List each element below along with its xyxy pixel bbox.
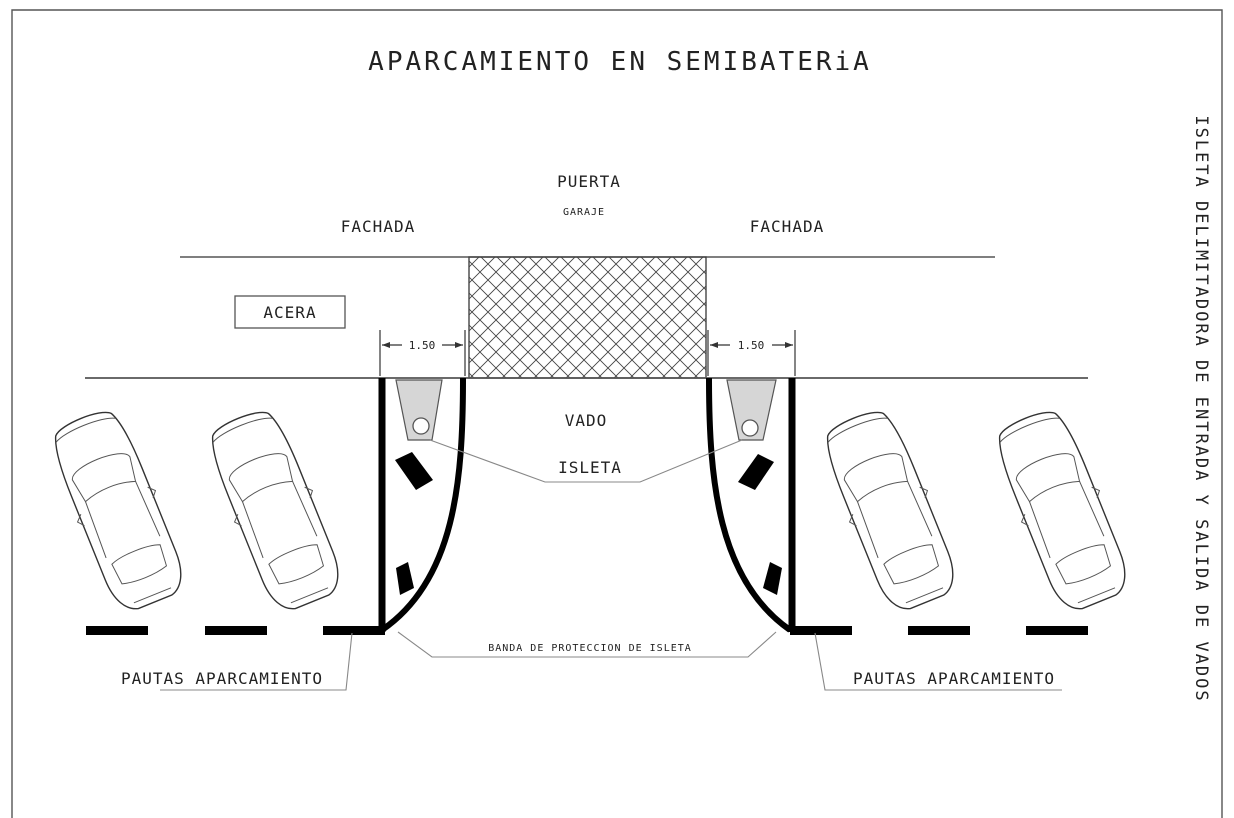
pautas-right-leader [814, 632, 1062, 691]
pautas-right-label: PAUTAS APARCAMIENTO [853, 669, 1055, 688]
car-4 [985, 402, 1139, 619]
puerta-label: PUERTA [557, 172, 621, 191]
garage-door-hatch [468, 256, 707, 379]
dimension-right-value: 1.50 [738, 339, 765, 352]
acera-label: ACERA [263, 303, 316, 322]
dimension-left-value: 1.50 [409, 339, 436, 352]
fachada-left-label: FACHADA [341, 217, 415, 236]
banda-label: BANDA DE PROTECCION DE ISLETA [488, 643, 692, 654]
diagram-title: APARCAMIENTO EN SEMIBATERiA [368, 47, 872, 77]
fachada-right-label: FACHADA [750, 217, 824, 236]
banda-leader-lines [397, 631, 777, 658]
isleta-leader-lines [429, 439, 743, 483]
isleta-label: ISLETA [558, 458, 622, 477]
car-3 [813, 402, 967, 619]
car-2 [198, 402, 352, 619]
garaje-label: GARAJE [563, 207, 605, 218]
isleta-right [706, 377, 796, 633]
acera-box [234, 295, 346, 329]
pautas-left-leader [160, 632, 353, 691]
frame-border [11, 9, 1223, 818]
dimension-right [707, 330, 796, 376]
side-caption: ISLETA DELIMITADORA DE ENTRADA Y SALIDA … [1191, 115, 1211, 702]
parking-lines-left [86, 626, 385, 635]
pautas-left-label: PAUTAS APARCAMIENTO [121, 669, 323, 688]
dimension-left [379, 330, 466, 376]
isleta-left [378, 377, 466, 633]
car-1 [41, 402, 195, 619]
vado-label: VADO [565, 411, 608, 430]
parking-lines-right [790, 626, 1088, 635]
